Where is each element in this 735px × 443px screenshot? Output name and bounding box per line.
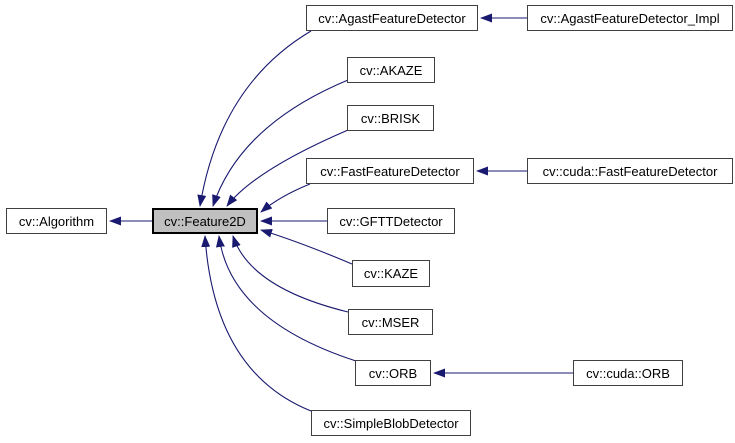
class-node-sbd[interactable]: cv::SimpleBlobDetector [311, 410, 471, 436]
inheritance-edge-orb-to-feature2d [215, 235, 357, 362]
inheritance-edge-mser-to-feature2d [232, 235, 349, 313]
class-node-kaze[interactable]: cv::KAZE [352, 260, 430, 287]
inheritance-edge-fast-to-feature2d [260, 183, 311, 213]
class-node-brisk[interactable]: cv::BRISK [347, 105, 434, 131]
class-node-algorithm[interactable]: cv::Algorithm [6, 208, 107, 234]
class-node-feature2d: cv::Feature2D [152, 208, 258, 234]
class-node-mser[interactable]: cv::MSER [348, 309, 433, 335]
inheritance-edge-brisk-to-feature2d [226, 129, 349, 207]
class-node-fast[interactable]: cv::FastFeatureDetector [306, 158, 474, 184]
class-node-cuda-orb[interactable]: cv::cuda::ORB [573, 360, 683, 386]
class-node-akaze[interactable]: cv::AKAZE [347, 57, 435, 83]
class-node-cuda-fast[interactable]: cv::cuda::FastFeatureDetector [527, 158, 733, 184]
class-node-orb[interactable]: cv::ORB [355, 360, 431, 386]
class-node-agast[interactable]: cv::AgastFeatureDetector [306, 5, 478, 31]
class-node-agast-impl[interactable]: cv::AgastFeatureDetector_Impl [527, 5, 733, 31]
inheritance-edge-kaze-to-feature2d [260, 228, 353, 265]
inheritance-edge-akaze-to-feature2d [212, 79, 349, 207]
class-node-gftt[interactable]: cv::GFTTDetector [327, 208, 455, 234]
inheritance-edge-agast-to-feature2d [197, 30, 312, 207]
inheritance-edge-sbd-to-feature2d [201, 235, 312, 412]
